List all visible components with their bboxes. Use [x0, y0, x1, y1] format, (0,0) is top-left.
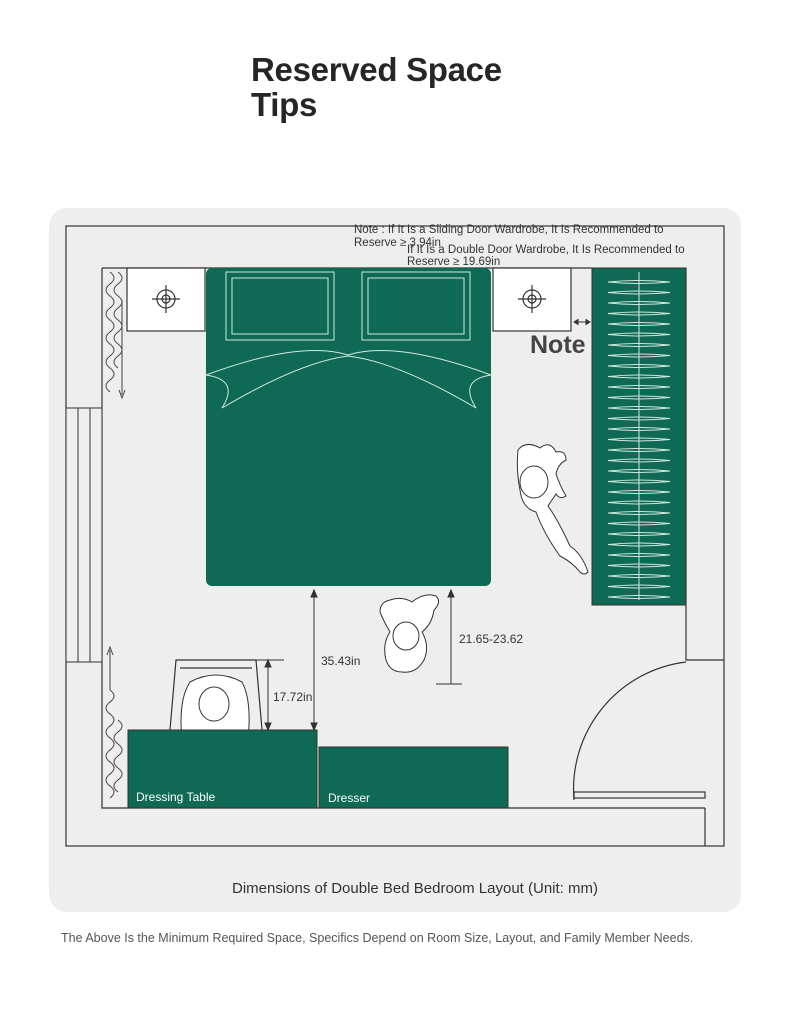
- hanger-mark: [607, 437, 671, 442]
- chair: [169, 659, 263, 731]
- hanger-mark: [607, 343, 671, 347]
- note-sliding-line-2: Reserve ≥ 3.94in: [354, 237, 441, 249]
- dim-label-bed-to-floor: 21.65-23.62: [459, 632, 524, 646]
- note-word: Note: [530, 331, 586, 359]
- hanger-mark: [607, 290, 671, 295]
- person-top-view-2: [379, 594, 440, 673]
- curtain-bottom: [105, 645, 123, 799]
- hanger-mark: [607, 311, 671, 316]
- hanger-mark: [607, 427, 671, 431]
- hanger-mark: [607, 332, 671, 337]
- dressing-table: [127, 729, 318, 809]
- dimension-bed-to-dresser: [310, 588, 318, 732]
- hanger-mark: [607, 416, 671, 421]
- hanger-mark: [607, 553, 671, 557]
- hanger-mark: [607, 490, 671, 494]
- hanger-mark: [607, 511, 671, 515]
- hanger-mark: [607, 280, 671, 284]
- double-bed: [205, 268, 492, 586]
- hanger-mark: [607, 542, 671, 547]
- dimension-bed-to-floor: [436, 588, 462, 685]
- note-sliding-line-1: Note : If It Is a Sliding Door Wardrobe,…: [354, 224, 664, 236]
- hanger-mark: [607, 374, 671, 379]
- diagram-caption: Dimensions of Double Bed Bedroom Layout …: [232, 880, 598, 897]
- title-line-1: Reserved Space: [251, 51, 502, 88]
- wardrobe: [591, 267, 687, 606]
- hanger-mark: [607, 469, 671, 473]
- dimension-chair-gap: [256, 658, 284, 732]
- dim-label-chair-gap: 17.72in: [273, 690, 313, 704]
- dresser: [318, 746, 509, 809]
- curtain-top: [105, 271, 126, 400]
- hanger-mark: [607, 584, 671, 589]
- hanger-mark: [607, 595, 671, 599]
- gap-arrow: [573, 318, 591, 326]
- hanger-mark: [607, 322, 671, 326]
- hanger-mark: [607, 353, 671, 358]
- hanger-mark: [607, 532, 671, 536]
- title-line-2: Tips: [251, 86, 318, 123]
- hanger-mark: [607, 458, 671, 463]
- hanger-mark: [607, 364, 671, 368]
- dim-label-bed-to-dresser: 35.43in: [321, 654, 361, 668]
- door: [572, 661, 706, 801]
- footnote: The Above Is the Minimum Required Space,…: [61, 931, 694, 945]
- dressing-table-label: Dressing Table: [136, 790, 216, 804]
- hanger-mark: [607, 563, 671, 568]
- nightstand-left: [126, 267, 206, 332]
- hanger-mark: [607, 406, 671, 410]
- note-double-line-1: If It Is a Double Door Wardrobe, It Is R…: [407, 244, 685, 256]
- hanger-mark: [607, 521, 671, 526]
- hanger-mark: [607, 301, 671, 305]
- page-title: Reserved Space Tips: [251, 52, 581, 122]
- hanger-mark: [607, 500, 671, 505]
- hanger-mark: [607, 574, 671, 578]
- window: [65, 407, 103, 663]
- hanger-mark: [607, 385, 671, 389]
- hanger-mark: [607, 479, 671, 484]
- nightstand-right: [492, 267, 572, 332]
- hanger-mark: [607, 448, 671, 452]
- hanger-mark: [607, 395, 671, 400]
- person-top-view-1: [516, 444, 589, 575]
- dresser-label: Dresser: [328, 791, 371, 805]
- note-double-line-2: Reserve ≥ 19.69in: [407, 256, 501, 268]
